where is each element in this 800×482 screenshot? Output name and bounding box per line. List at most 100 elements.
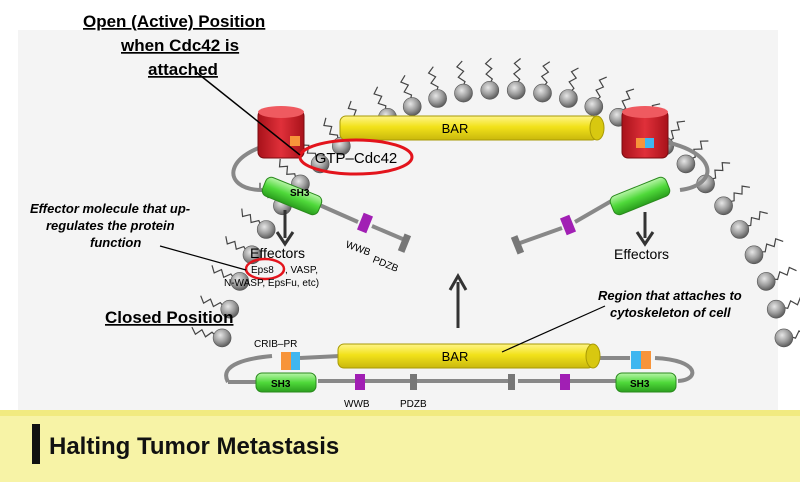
lipid-tail (759, 238, 784, 253)
pdzb-closed-label: PDZB (400, 399, 427, 410)
lipid-head (559, 89, 578, 108)
pdzb-open-right (510, 235, 525, 255)
banner-title: Halting Tumor Metastasis (49, 433, 339, 460)
lipid-tail (595, 76, 607, 102)
lipid-head (454, 83, 473, 103)
bar-label-closed: BAR (442, 349, 469, 364)
lipid-head (676, 154, 696, 174)
open-position-title-1: Open (Active) Position (83, 12, 265, 31)
wwb-closed-right (560, 374, 570, 390)
gtp-cdc42-label: GTP–Cdc42 (315, 150, 398, 167)
closed-link-left-top (299, 354, 341, 360)
effectors-left-label: Effectors (250, 245, 305, 261)
lipid-head (584, 97, 604, 116)
lipid-tail (744, 210, 768, 227)
crib-orange-open-left (290, 136, 300, 146)
lipid-tail (427, 66, 439, 93)
lipid-tail (728, 185, 750, 203)
cdc42-block-left-top (258, 106, 304, 118)
lipid-tail (373, 86, 387, 112)
banner-background (0, 410, 800, 482)
sh3-open-right (609, 176, 671, 216)
effectors-right-label: Effectors (614, 246, 669, 262)
lipid-tail (455, 60, 466, 88)
wwb-closed-label: WWB (344, 399, 370, 410)
crib-orange-closed-right (641, 351, 651, 369)
sh3-closed-right (615, 372, 677, 393)
region-note-1: Region that attaches to (598, 288, 742, 303)
closed-loop-left (224, 354, 273, 383)
lipid-tail (512, 58, 522, 85)
effector-list-line2: N-WASP, EpsFu, etc) (224, 278, 319, 289)
crib-blue-closed-right (631, 351, 641, 369)
region-note-2: cytoskeleton of cell (610, 305, 731, 320)
lipid-head (774, 328, 794, 348)
crib-pr-label: CRIB–PR (254, 339, 297, 350)
lipid-tail (620, 88, 635, 113)
lipid-head (428, 89, 447, 108)
lipid-head (533, 83, 552, 103)
open-position-title-2: when Cdc42 is (120, 36, 239, 55)
crib-blue-open-right (645, 138, 654, 148)
bar-domain-open (339, 115, 599, 141)
crib-blue-closed-left (291, 352, 300, 370)
wwb-closed-left (355, 374, 365, 390)
lipid-tail (771, 266, 797, 281)
lipid-head (256, 220, 276, 239)
effector-note-1: Effector molecule that up- (30, 201, 190, 216)
open-loop-right (654, 138, 710, 192)
crib-orange-closed-left (281, 352, 291, 370)
bar-domain-open-cap (589, 115, 605, 141)
lipid-tail (789, 330, 800, 339)
closed-loop-right (654, 356, 695, 383)
lipid-tail (709, 161, 731, 181)
pdzb-closed-left (410, 374, 417, 390)
lipid-tail (667, 120, 686, 142)
lipid-tail (191, 326, 217, 338)
lipid-tail (568, 67, 579, 94)
eps8-highlight (244, 257, 286, 281)
open-position-pointer (195, 71, 301, 156)
lipid-tail (200, 295, 225, 308)
lipid-tail (278, 158, 297, 180)
region-note-pointer (501, 305, 606, 353)
lipid-head (714, 196, 733, 216)
lipid-head (744, 245, 764, 265)
open-position-title-3: attached (148, 60, 218, 79)
eps8-label: Eps8 (251, 265, 274, 276)
lipid-membrane (191, 57, 800, 348)
lipid-tail (241, 208, 262, 227)
wwb-open-left (356, 212, 374, 234)
lipid-tail (689, 140, 709, 160)
banner-top-edge (0, 410, 800, 416)
arrow-effectors-right-head (635, 231, 655, 247)
wwb-open-right (559, 214, 577, 236)
pdzb-open-left (397, 233, 412, 253)
lipid-tail (400, 74, 413, 102)
lipid-head (766, 299, 786, 319)
lipid-tail (225, 236, 248, 253)
bar-label-open: BAR (442, 121, 469, 136)
sh3-open-label: SH3 (290, 188, 310, 199)
cdc42-block-right-top (622, 106, 668, 118)
lipid-tail (540, 61, 551, 88)
lipid-head (220, 299, 240, 319)
lipid-head (730, 220, 750, 239)
crib-orange-open-right (636, 138, 645, 148)
lipid-head (506, 81, 526, 100)
vasp-label: , VASP, (285, 265, 318, 276)
arrow-effectors-left-head (275, 231, 295, 247)
effector-note-3: function (90, 235, 141, 250)
lipid-tail (323, 117, 339, 142)
lipid-head (212, 328, 232, 348)
lipid-head (402, 97, 422, 116)
sh3-closed-left-label: SH3 (271, 379, 291, 390)
transition-arrow-head (448, 272, 468, 291)
lipid-head (230, 272, 250, 291)
open-linker-right-2 (519, 226, 563, 245)
lipid-tail (211, 265, 235, 280)
lipid-head (756, 272, 776, 291)
sh3-open-left (261, 176, 323, 216)
bar-domain-closed-cap (585, 343, 601, 369)
